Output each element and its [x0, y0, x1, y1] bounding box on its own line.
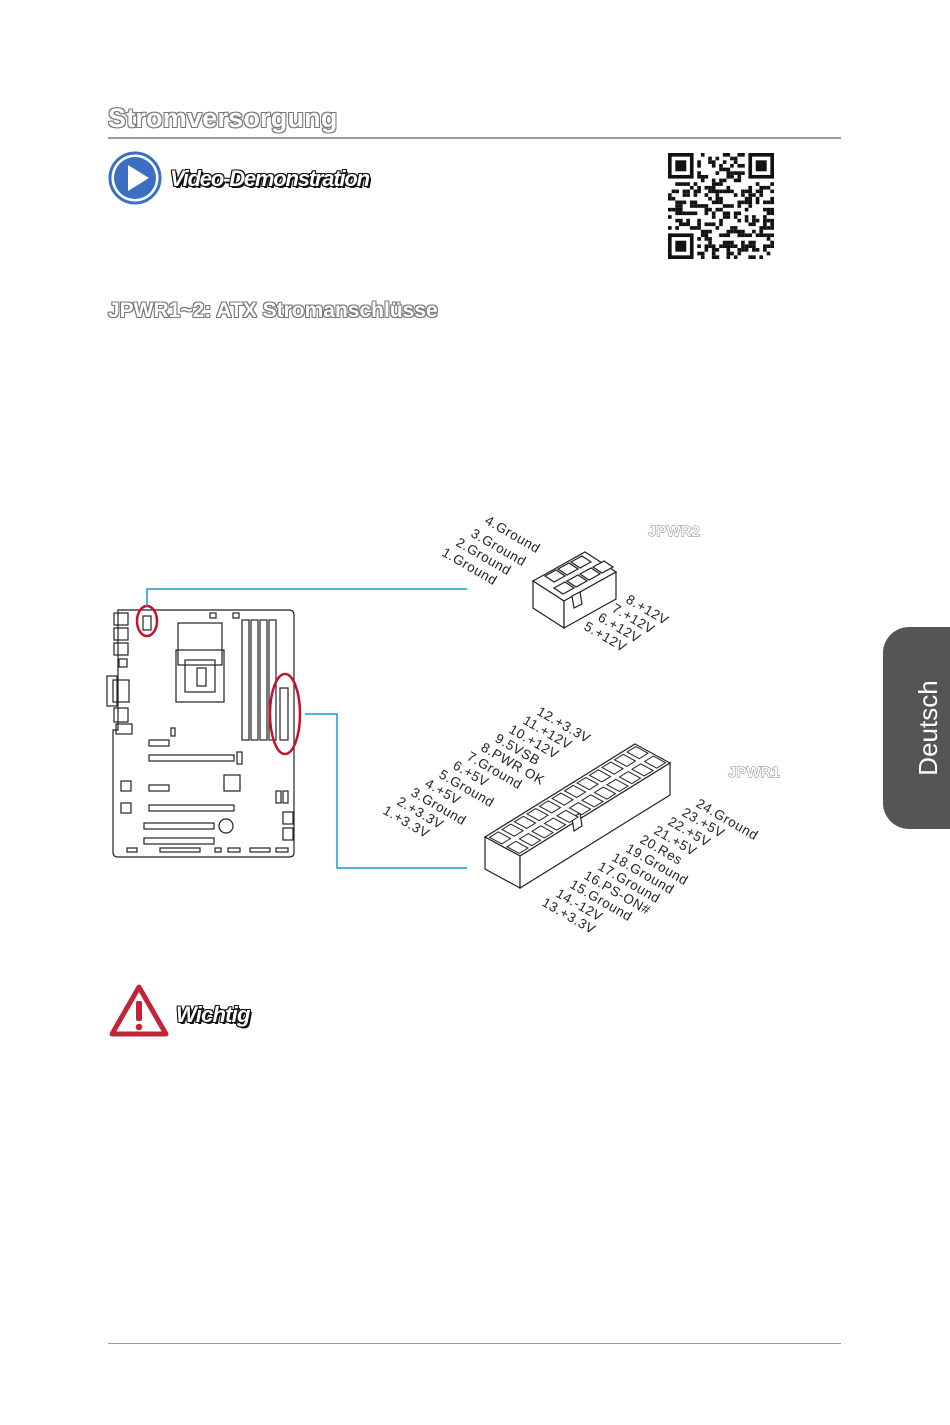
jpwr1-pin-socket	[531, 825, 554, 839]
jpwr1-pin-socket	[631, 763, 654, 777]
jpwr1-pin-socket	[568, 802, 592, 816]
jpwr1-pin-socket	[488, 831, 512, 845]
connector-section-title: JPWR1~2: ATX Stromanschlüsse	[108, 299, 438, 322]
footer-divider	[108, 1343, 841, 1344]
jpwr2-pin-labels-left: 4.Ground 3.Ground 2.Ground 1.Ground	[440, 513, 543, 589]
jpwr1-pin-socket	[601, 761, 624, 775]
jpwr1-pin-socket	[518, 833, 542, 847]
section-title: Stromversorgung	[108, 103, 338, 133]
jpwr2-connector	[531, 551, 618, 630]
jpwr1-pin-socket	[501, 823, 524, 837]
video-demonstration-label[interactable]: Video-Demonstration	[170, 166, 370, 191]
jpwr1-pin-socket	[538, 800, 562, 814]
jpwr1-pin-socket	[563, 784, 587, 798]
jpwr1-pin-socket	[551, 792, 574, 806]
jpwr1-highlight	[268, 672, 302, 756]
jpwr1-pin-socket	[643, 755, 667, 769]
jpwr1-pin-socket	[506, 840, 529, 854]
jpwr1-pin-socket	[576, 777, 599, 791]
jpwr1-connector	[483, 743, 672, 890]
jpwr1-pin-socket	[626, 746, 649, 760]
title-divider	[108, 137, 841, 139]
jpwr1-pin-socket	[581, 794, 604, 808]
jpwr1-pin-socket	[513, 815, 537, 829]
jpwr1-pin-socket	[588, 769, 612, 783]
play-circle-icon[interactable]	[107, 150, 163, 206]
jpwr1-pin-socket	[526, 808, 549, 822]
language-side-tab[interactable]: Deutsch	[883, 627, 950, 829]
qr-code	[668, 153, 774, 259]
jpwr1-pin-socket	[593, 786, 617, 800]
jpwr2-pin-labels-right: 8.+12V 7.+12V 6.+12V 5.+12V	[582, 592, 672, 655]
jpwr1-pin-socket	[543, 817, 567, 831]
jpwr1-pin-socket	[556, 809, 579, 823]
jpwr1-callout-line	[305, 713, 467, 869]
jpwr1-pin-labels-right: 24.Ground 23.+5V 22.+5V 21.+5V 20.Res 19…	[540, 796, 761, 938]
jpwr1-pin-socket	[606, 778, 629, 792]
jpwr1-pin-grid	[488, 746, 667, 854]
jpwr2-label: JPWR2	[648, 523, 700, 540]
jpwr1-pin-socket	[618, 771, 642, 785]
jpwr1-pin-socket	[613, 753, 637, 767]
warning-label: Wichtig	[176, 1002, 250, 1027]
warning-triangle-icon	[109, 984, 169, 1037]
jpwr1-label: JPWR1	[728, 764, 780, 781]
motherboard-illustration	[106, 609, 295, 858]
jpwr2-callout-line	[146, 588, 467, 606]
